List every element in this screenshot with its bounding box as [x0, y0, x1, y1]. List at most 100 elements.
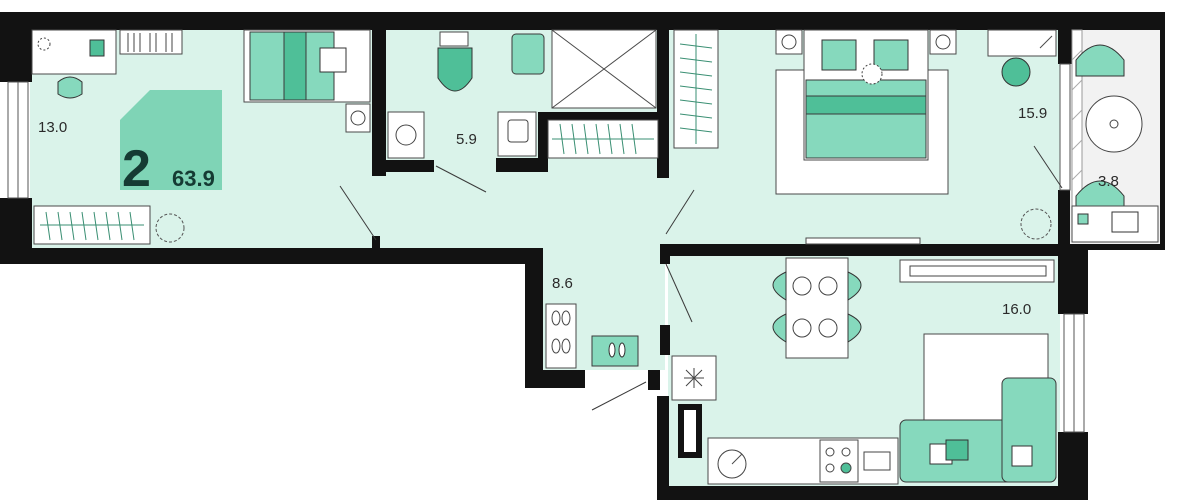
wall	[660, 325, 670, 355]
window-bedroom-balcony	[1059, 63, 1071, 191]
bedroom-left-furniture	[31, 29, 377, 245]
bed-stripe	[805, 95, 927, 115]
wall	[538, 112, 660, 120]
cushion-icon	[945, 439, 969, 461]
wall	[657, 486, 1087, 500]
pillow-icon	[821, 39, 857, 71]
room-area-bedroom-left: 13.0	[38, 119, 67, 136]
dining-chairs	[772, 271, 862, 343]
bed-stripe	[283, 31, 307, 101]
chair-icon	[57, 76, 83, 99]
room-area-bedroom-right: 15.9	[1018, 105, 1047, 122]
bedroom-right-furniture	[673, 29, 1063, 245]
bath-mat	[511, 33, 545, 75]
ventilation-icon	[684, 368, 704, 388]
plant-icon	[37, 37, 51, 51]
hallway-furniture	[545, 189, 717, 458]
wall	[0, 12, 1165, 30]
wall	[1160, 12, 1165, 248]
hangers	[552, 123, 654, 155]
bookshelf	[119, 29, 183, 55]
wall	[1058, 432, 1088, 500]
flower-bouquet-icon	[861, 63, 883, 85]
walls	[0, 12, 1165, 500]
armchair-icon	[1075, 180, 1125, 209]
wall	[664, 244, 1064, 256]
balcony-door-swing	[1033, 145, 1063, 189]
radiator	[805, 237, 921, 245]
wall	[1058, 28, 1072, 64]
room-area-kitchen-living: 16.0	[1002, 301, 1031, 318]
nightstand	[775, 29, 803, 55]
dresser	[987, 29, 1057, 57]
wall	[538, 112, 548, 172]
room-area-hallway: 8.6	[552, 275, 573, 292]
sink-basin	[507, 119, 529, 143]
cushion-icon	[1011, 445, 1033, 467]
doormat	[591, 335, 639, 367]
wall	[0, 12, 32, 82]
total-area: 63.9	[172, 166, 215, 191]
door-swing	[435, 165, 487, 193]
hangers	[40, 211, 144, 241]
sink	[497, 111, 537, 157]
washing-machine	[387, 111, 425, 159]
bathroom-furniture	[387, 29, 659, 193]
bed-blanket	[805, 79, 927, 159]
round-table	[1085, 95, 1143, 153]
wall	[660, 244, 670, 264]
wall	[657, 396, 669, 500]
room-area-bathroom: 5.9	[456, 131, 477, 148]
hangers	[679, 34, 713, 144]
badge-shape	[120, 90, 222, 190]
lamp-icon	[935, 34, 951, 50]
wall	[1058, 246, 1088, 314]
faucet-icon	[731, 453, 743, 465]
windows	[7, 29, 1085, 433]
plant-icon	[155, 213, 185, 243]
wall	[648, 370, 660, 390]
box-icon	[1111, 211, 1139, 233]
room-labels: 13.0 5.9 8.6 15.9 3.8 16.0	[38, 105, 1119, 318]
mirror-icon	[1039, 35, 1053, 49]
cutting-board-icon	[863, 451, 891, 471]
kitchen-furniture	[707, 257, 1057, 485]
nightstand	[345, 103, 371, 133]
toilet-tank	[439, 31, 469, 47]
laptop-icon	[89, 39, 105, 57]
toilet-icon	[437, 47, 473, 92]
column-inner	[684, 410, 696, 452]
room-area-balcony: 3.8	[1098, 173, 1119, 190]
sink-icon	[717, 449, 747, 479]
stool-icon	[1001, 57, 1031, 87]
shoes-icon	[551, 310, 571, 354]
balcony-furniture	[1071, 44, 1159, 243]
pillow-icon	[319, 47, 347, 73]
dining-table	[785, 257, 849, 359]
rooms-count: 2	[122, 140, 151, 198]
stove	[819, 439, 859, 483]
table-vase-icon	[1109, 119, 1119, 129]
plates-icon	[792, 276, 838, 338]
wall	[496, 158, 538, 172]
shoe-rack	[545, 303, 577, 369]
lamp-icon	[350, 110, 366, 126]
tv-icon	[909, 265, 1047, 277]
nightstand	[929, 29, 957, 55]
floor-corridor	[375, 160, 670, 248]
plant-icon	[1020, 208, 1052, 240]
wall	[657, 28, 669, 178]
wall	[1058, 190, 1070, 248]
washer-drum-icon	[395, 124, 417, 146]
armchair-icon	[1075, 44, 1125, 77]
entry-door-swing	[591, 381, 647, 411]
wall	[525, 248, 543, 388]
door-swing	[665, 189, 695, 235]
wall	[0, 248, 540, 264]
wall	[372, 28, 386, 176]
wall	[372, 160, 434, 172]
wall	[1064, 244, 1165, 250]
wall	[525, 370, 585, 388]
burners-icon	[825, 447, 852, 474]
